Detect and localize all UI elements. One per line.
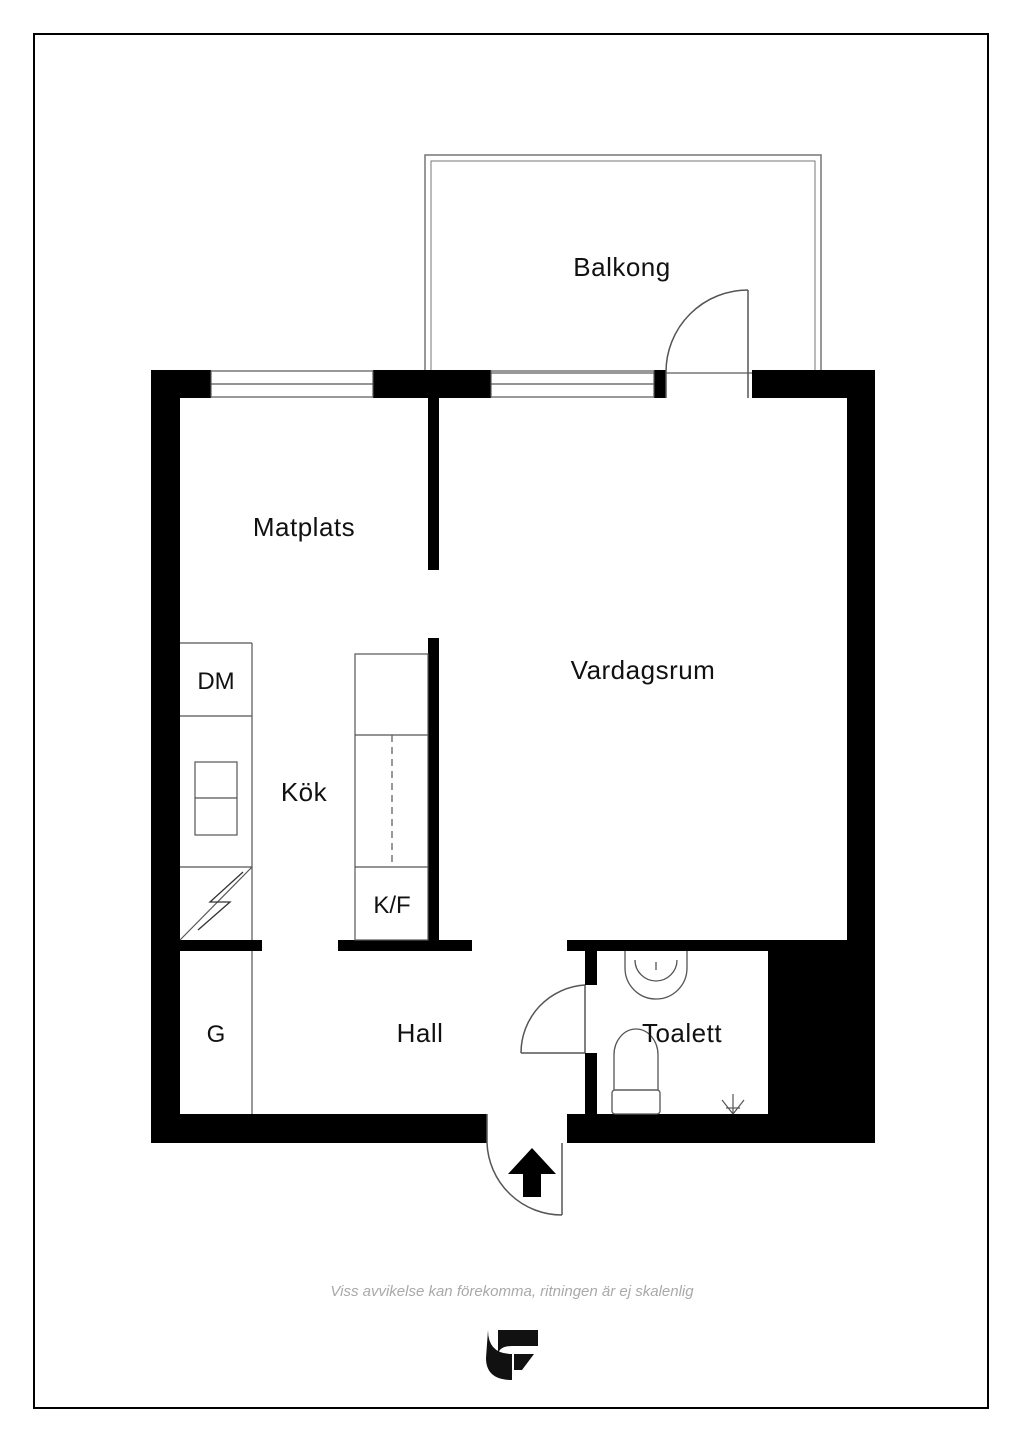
fixture-label-dishwasher: DM: [197, 668, 234, 695]
room-label-balcony: Balkong: [573, 252, 670, 282]
entrance-arrow-icon: [508, 1148, 556, 1197]
page-frame: [33, 33, 989, 1409]
kitchen-counter: [179, 642, 253, 941]
room-label-dining: Matplats: [253, 512, 355, 542]
outer-walls: [151, 370, 875, 1143]
balcony-door: [665, 289, 749, 398]
brand-logo-icon: [486, 1330, 538, 1380]
kitchen-cabinets: [354, 653, 429, 941]
electric-panel-icon: [197, 871, 244, 931]
room-label-toilet: Toalett: [642, 1018, 722, 1048]
room-label-living: Vardagsrum: [571, 655, 716, 685]
room-label-kitchen: Kök: [281, 777, 328, 807]
room-label-hall: Hall: [397, 1018, 444, 1048]
fixture-label-wardrobe: G: [207, 1021, 226, 1048]
disclaimer-text: Viss avvikelse kan förekomma, ritningen …: [330, 1283, 694, 1300]
fixture-label-fridge-freezer: K/F: [373, 892, 410, 919]
interior-walls: [180, 398, 768, 1114]
sink-icon: [624, 951, 688, 1000]
balcony: [424, 154, 822, 374]
floor-drain-icon: [721, 1094, 745, 1115]
toilet-door: [520, 984, 586, 1054]
windows: [210, 370, 655, 398]
toilet-bowl-icon: [611, 1028, 661, 1115]
entrance-door: [486, 1114, 563, 1216]
